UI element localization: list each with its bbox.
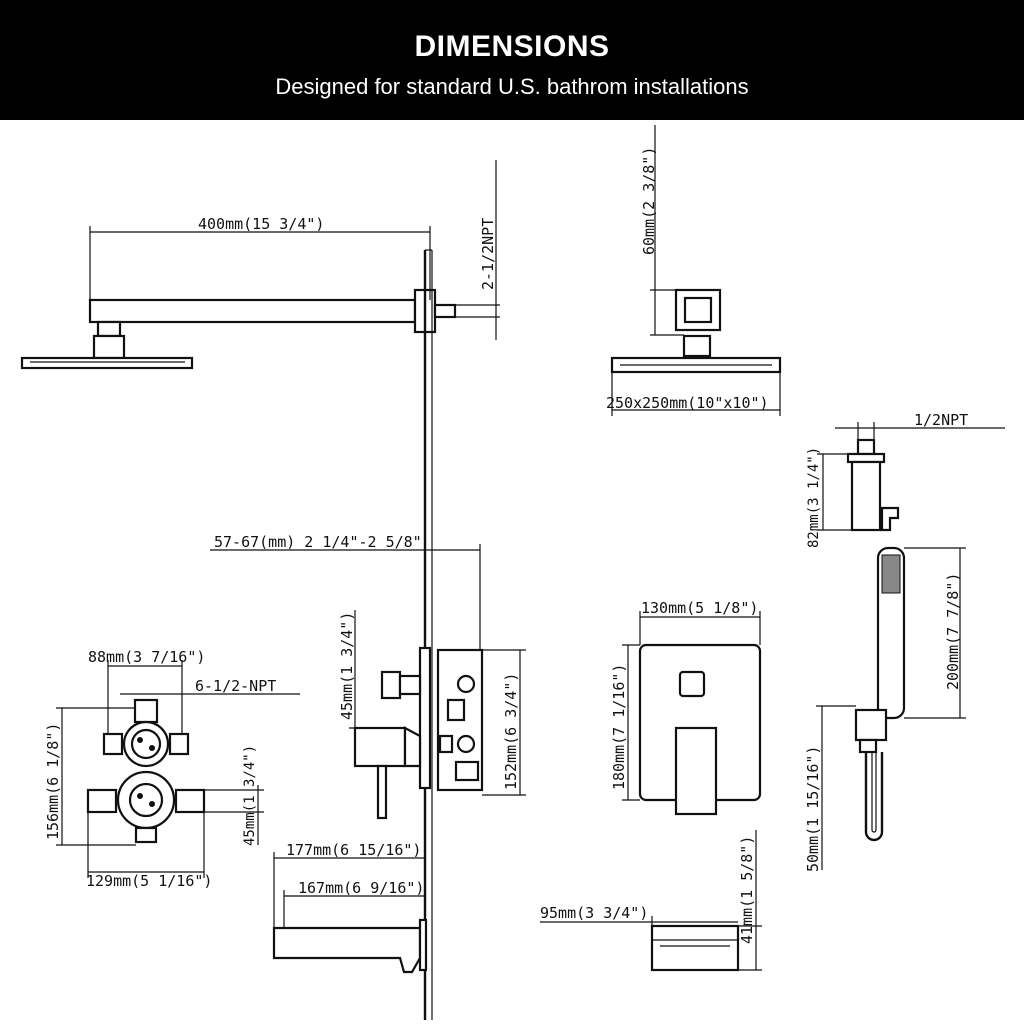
wall-depth-dimension: 57-67(mm) 2 1/4"-2 5/8": [210, 533, 481, 650]
trim-width-label: 130mm(5 1/8"): [641, 599, 758, 617]
valve-spacing-label: 45mm(1 3/4"): [242, 745, 258, 846]
rough-in-valve-front-view: [86, 698, 206, 844]
holder-height-label: 82mm(3 1/4"): [806, 447, 822, 548]
arm-thread-label: 2-1/2NPT: [479, 218, 497, 290]
spout-height-label: 41mm(1 5/8"): [738, 836, 756, 944]
spout-total-length-dimension: 177mm(6 15/16"): [273, 841, 425, 928]
handle-depth-label: 45mm(1 3/4"): [338, 612, 356, 720]
valve-npt-dimension: 6-1/2-NPT: [120, 677, 300, 695]
valve-height-dimension: 156mm(6 1/8"): [44, 707, 136, 846]
handshower-holder: [846, 438, 900, 532]
trim-plate-front-view: [638, 643, 762, 816]
valve-side-view: [353, 646, 484, 820]
arm-length-label: 400mm(15 3/4"): [198, 215, 324, 233]
valve-top-width-dimension: 88mm(3 7/16"): [88, 648, 205, 734]
valve-spacing-dimension: 45mm(1 3/4"): [204, 745, 264, 846]
holder-thread-label: 1/2NPT: [914, 411, 968, 429]
trim-height-label: 180mm(7 1/16"): [610, 664, 628, 790]
trim-height-dimension: 180mm(7 1/16"): [610, 644, 640, 801]
shower-head-front-view: [610, 288, 782, 374]
handshower-bracket-dimension: 50mm(1 15/16"): [804, 705, 856, 872]
spout-length-dimension: 167mm(6 9/16"): [283, 879, 425, 928]
valve-width-label: 129mm(5 1/16"): [86, 872, 212, 890]
valve-height-label: 156mm(6 1/8"): [44, 723, 62, 840]
shower-arm-side-view: [20, 288, 457, 370]
trim-width-dimension: 130mm(5 1/8"): [639, 599, 761, 645]
arm-thread-dimension: 2-1/2NPT: [455, 160, 500, 340]
handshower: [854, 546, 906, 842]
holder-thread-dimension: 1/2NPT: [835, 411, 1005, 440]
page-title: DIMENSIONS: [414, 30, 610, 63]
handshower-bracket-label: 50mm(1 15/16"): [804, 746, 822, 872]
valve-npt-label: 6-1/2-NPT: [195, 677, 276, 695]
tub-spout-side-view: [272, 918, 428, 974]
head-size-dimension: 250x250mm(10"x10"): [606, 372, 781, 416]
spout-height-dimension: 41mm(1 5/8"): [738, 830, 762, 971]
wall-depth-label: 57-67(mm) 2 1/4"-2 5/8": [214, 533, 422, 551]
arm-length-dimension: 400mm(15 3/4"): [89, 215, 431, 300]
head-height-label: 60mm(2 3/8"): [640, 147, 658, 255]
valve-body-height-label: 152mm(6 3/4"): [502, 673, 520, 790]
holder-height-dimension: 82mm(3 1/4"): [806, 447, 852, 548]
wall-section: [423, 249, 433, 1020]
spout-length-label: 167mm(6 9/16"): [298, 879, 424, 897]
valve-top-width-label: 88mm(3 7/16"): [88, 648, 205, 666]
head-size-label: 250x250mm(10"x10"): [606, 394, 769, 412]
tub-spout-front-view: [650, 924, 740, 972]
handshower-length-dimension: 200mm(7 7/8"): [904, 547, 966, 719]
page-subtitle: Designed for standard U.S. bathrom insta…: [275, 74, 749, 99]
head-height-dimension: 60mm(2 3/8"): [640, 125, 684, 336]
valve-width-dimension: 129mm(5 1/16"): [86, 812, 212, 890]
valve-body-height-dimension: 152mm(6 3/4"): [482, 649, 526, 796]
spout-total-length-label: 177mm(6 15/16"): [286, 841, 421, 859]
handshower-length-label: 200mm(7 7/8"): [944, 573, 962, 690]
spout-width-label: 95mm(3 3/4"): [540, 904, 648, 922]
header-banner: DIMENSIONS Designed for standard U.S. ba…: [0, 0, 1024, 120]
spout-width-dimension: 95mm(3 3/4"): [540, 904, 738, 926]
handle-depth-dimension: 45mm(1 3/4"): [338, 610, 405, 729]
